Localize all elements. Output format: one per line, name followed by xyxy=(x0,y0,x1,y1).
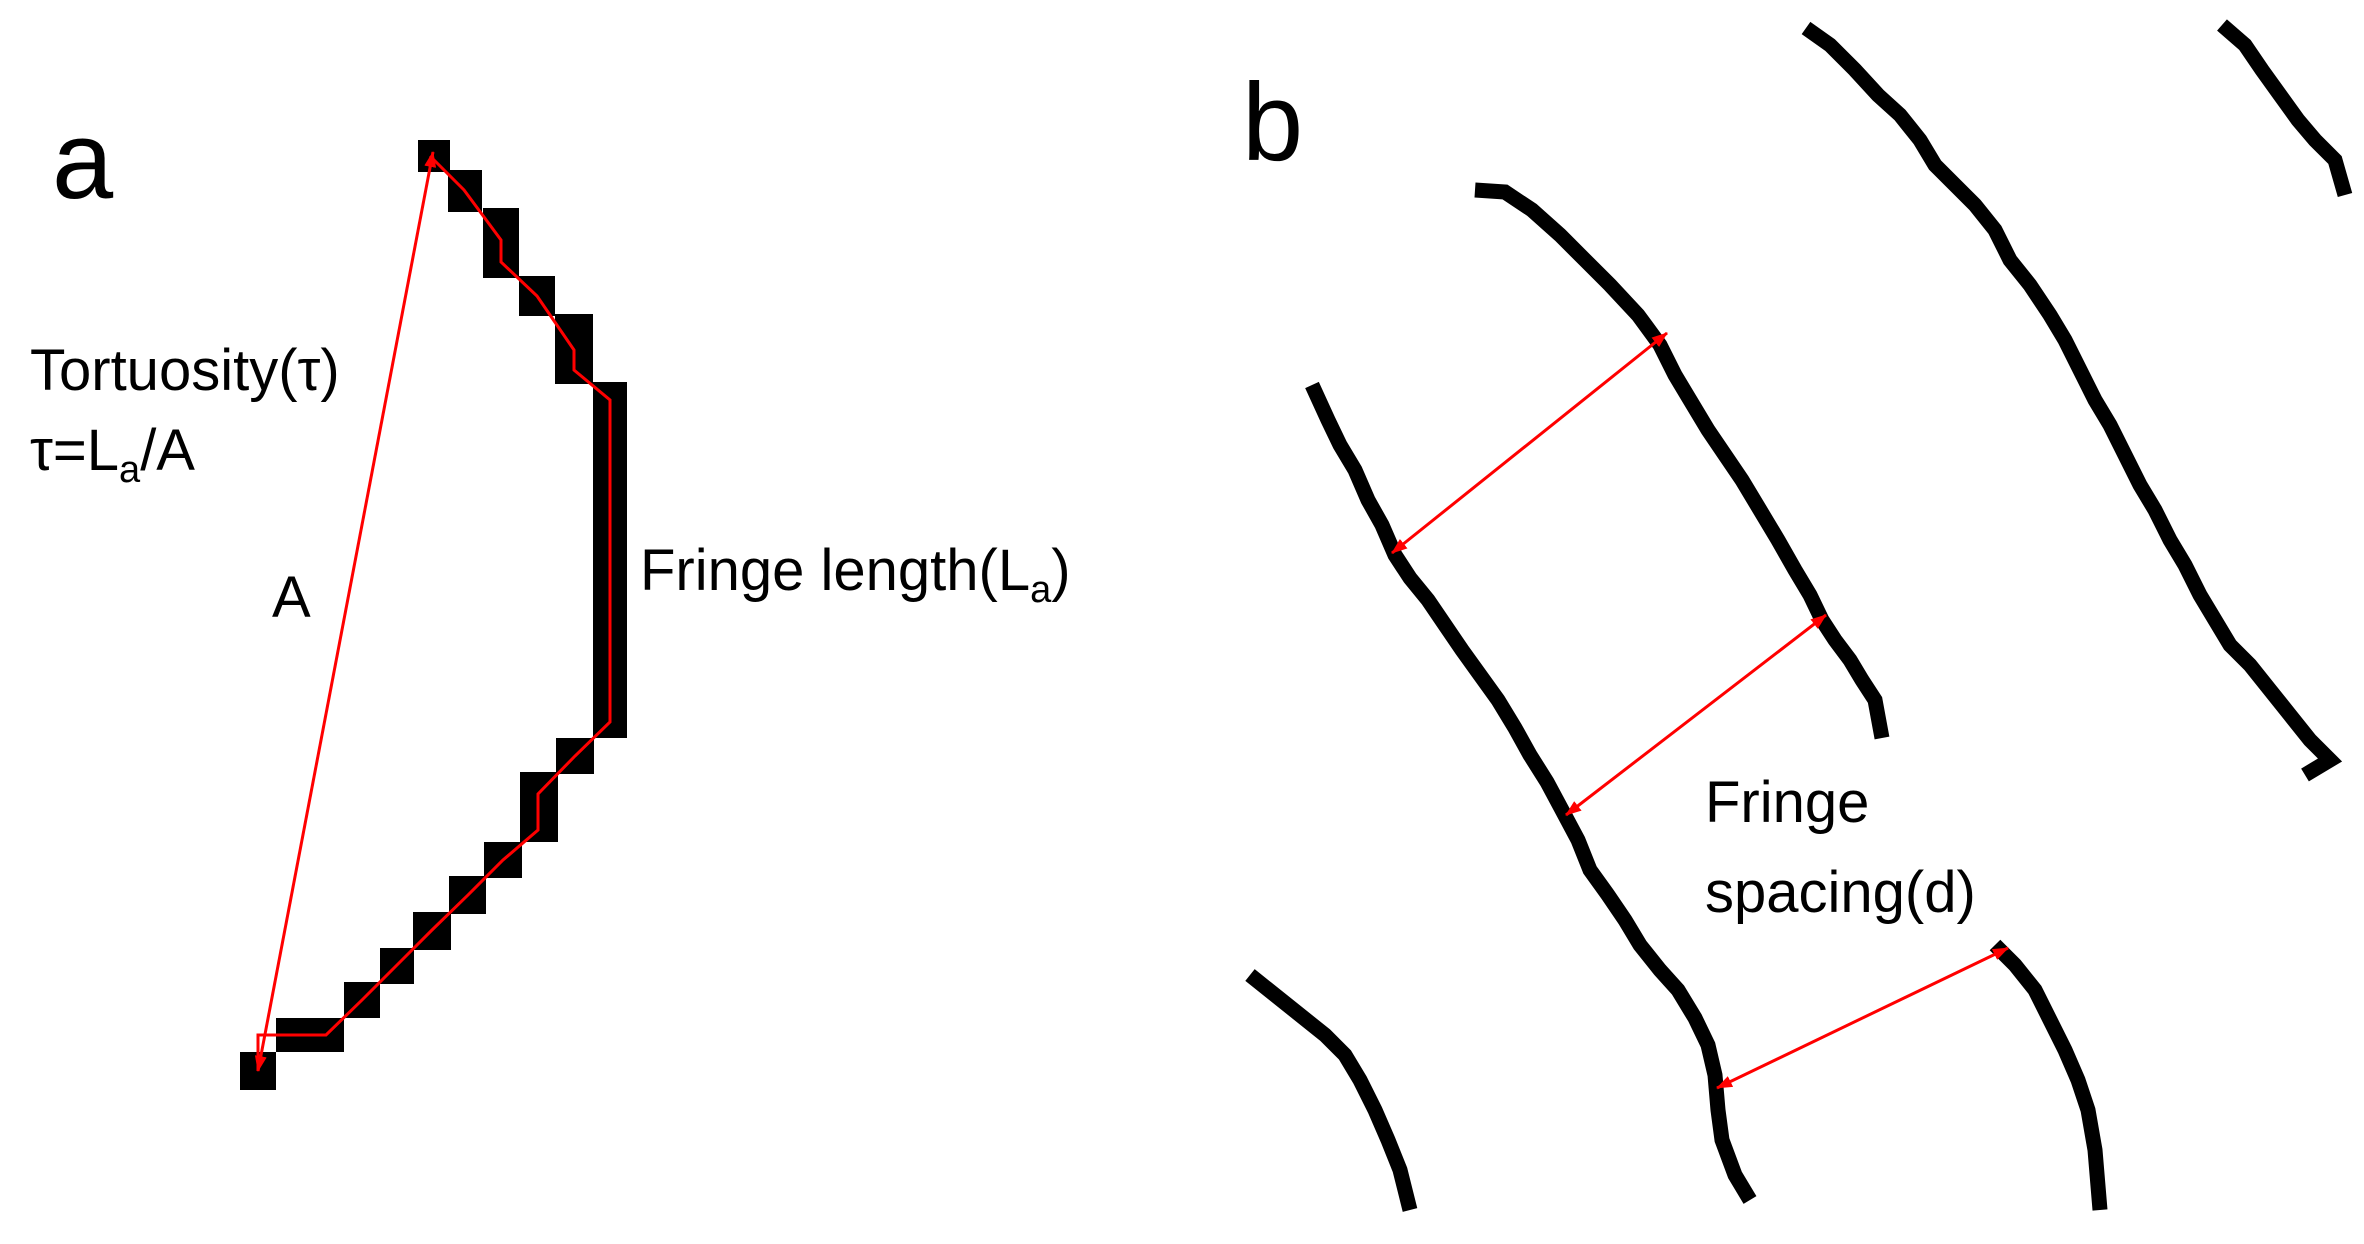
panel-b-label: b xyxy=(1242,61,1303,184)
fringe-b-1 xyxy=(1474,182,1890,740)
fringe-b-6 xyxy=(1989,939,2108,1211)
fringe-length-label: Fringe length(La) xyxy=(640,538,1071,611)
panel-b: b Fringe spacing(d) xyxy=(1242,19,2353,1212)
fringe-spacing-label-line1: Fringe xyxy=(1705,770,1869,835)
fringe-b-4 xyxy=(2217,19,2353,198)
spacing-arrow-1 xyxy=(1391,331,1668,555)
spacing-arrow-2 xyxy=(1565,613,1827,817)
fringe-spacing-label-line2: spacing(d) xyxy=(1705,860,1976,925)
fringe-b-3 xyxy=(1801,21,2343,782)
fringe-b-2 xyxy=(1305,381,1757,1204)
chord-a-label: A xyxy=(272,565,311,630)
tortuosity-formula: τ=La/A xyxy=(30,418,195,491)
chord-a-arrow xyxy=(254,151,437,1072)
tortuosity-title: Tortuosity(τ) xyxy=(30,338,340,403)
fringe-b-5 xyxy=(1245,969,1418,1212)
spacing-arrow-3 xyxy=(1716,946,2009,1090)
panel-a: a Tortuosity(τ) τ=La/A A Fringe length(L xyxy=(30,99,1071,1090)
panel-a-label: a xyxy=(52,99,114,222)
